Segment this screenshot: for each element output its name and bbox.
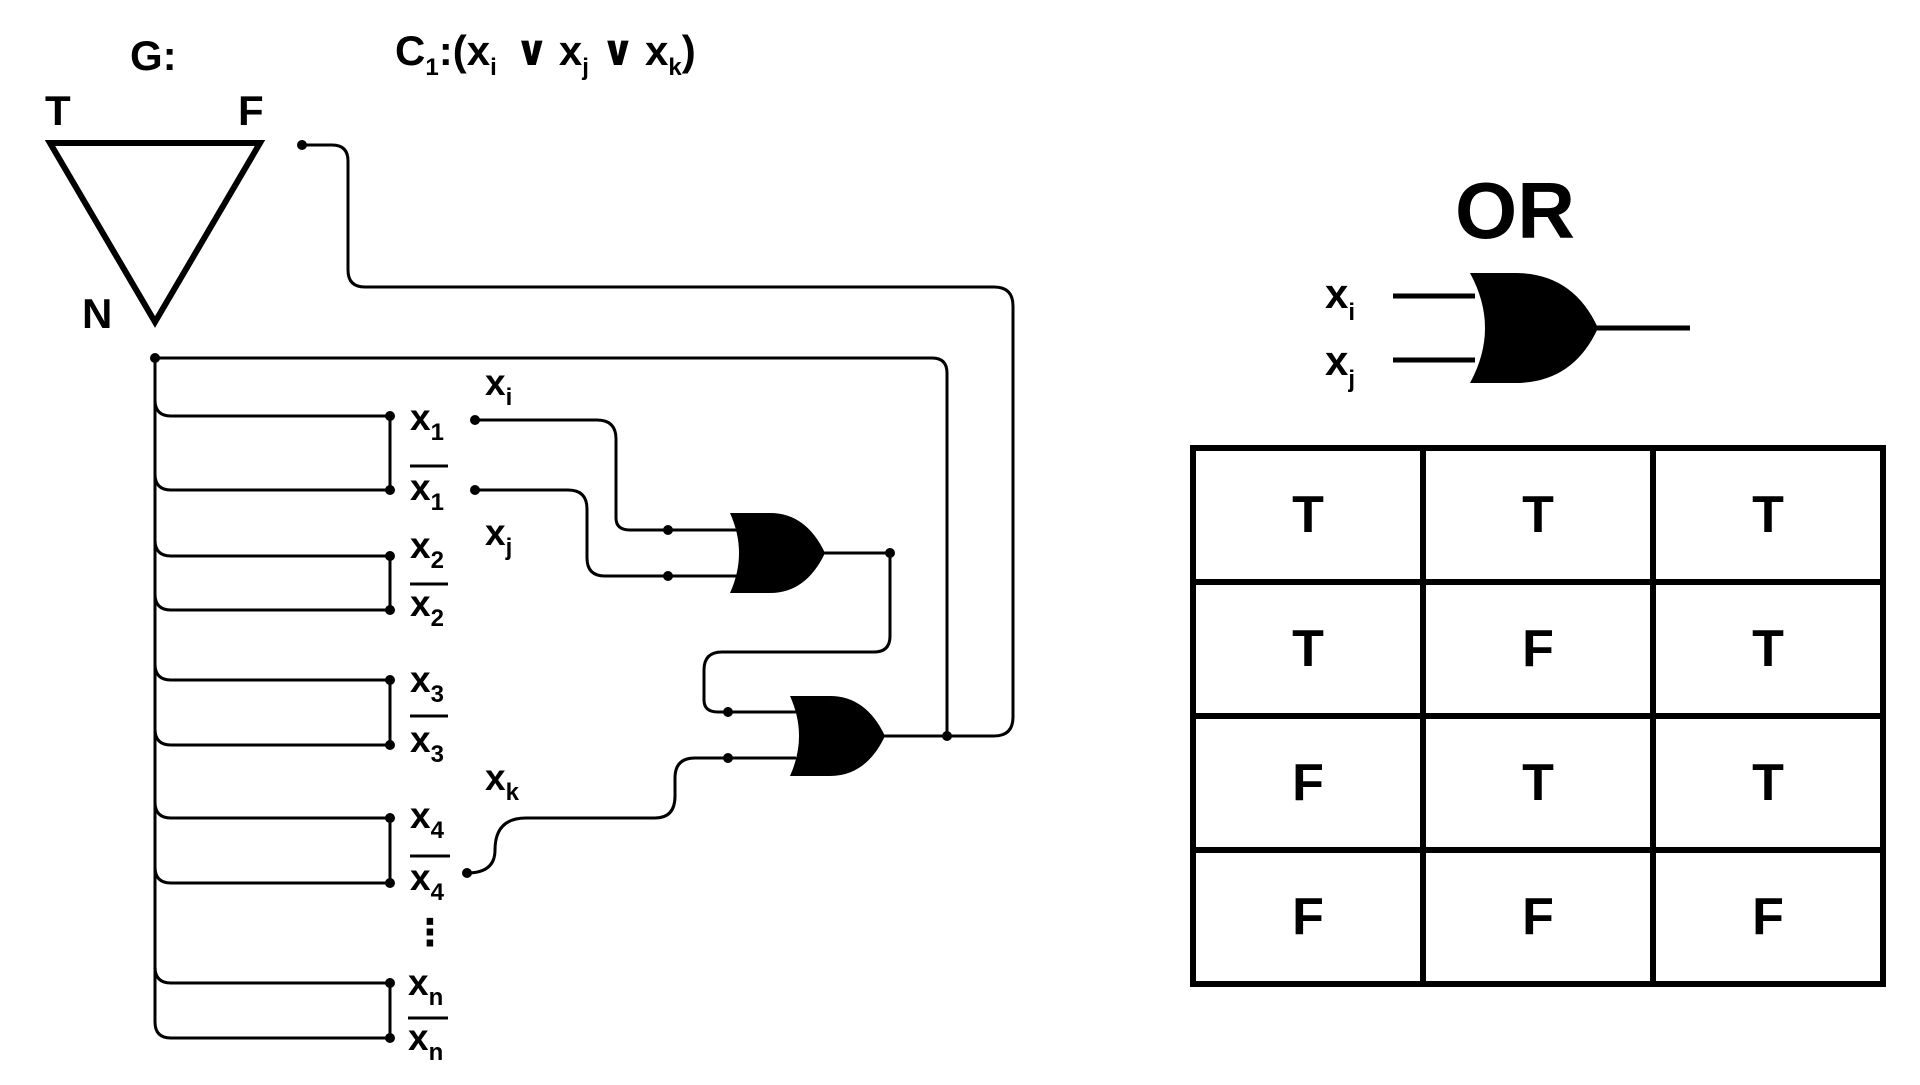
loop-x4: [153, 800, 392, 885]
or-legend-title: OR: [1455, 166, 1575, 255]
truth-table-cell: [1650, 445, 1886, 585]
wire-label-xj: xj: [485, 512, 512, 561]
loop-xn: [153, 965, 392, 1040]
vertex-label-n: N: [82, 290, 112, 337]
literal-not-x2: x2: [410, 583, 444, 632]
truth-table-value: T: [1292, 620, 1324, 678]
or-gate-1: [730, 513, 825, 593]
truth-table-cell: [1190, 579, 1426, 719]
vertex-label-f: F: [238, 87, 264, 134]
loop-x3: [153, 662, 392, 747]
gadget-triangle: [44, 140, 266, 328]
or-legend-input-b: xj: [1325, 337, 1355, 393]
truth-table-value: T: [1522, 486, 1554, 544]
truth-table-value: F: [1292, 888, 1324, 946]
truth-table-value: T: [1522, 754, 1554, 812]
truth-table-value: T: [1752, 754, 1784, 812]
literal-not-x1: x1: [410, 467, 444, 516]
or-legend-input-a: xi: [1325, 270, 1355, 326]
wire-label-xk: xk: [485, 757, 520, 806]
clause-formula: C1:(xi∨xj∨xk): [395, 27, 696, 81]
wire-f-to-output: [300, 143, 1015, 738]
wire-xi: [473, 418, 747, 532]
vertex-label-t: T: [45, 87, 71, 134]
literal-x3: x3: [410, 659, 444, 708]
or-gate-2: [790, 696, 885, 776]
wire-n-to-output: [153, 356, 949, 738]
truth-table-value: F: [1522, 620, 1554, 678]
literal-xn: xn: [408, 962, 443, 1011]
gadget-name: G:: [130, 32, 177, 79]
literal-labels: x1 x1 x2 x2 x3 x3 x4 x4 ⋮ xn xn: [408, 397, 450, 1066]
loop-x1: [153, 398, 392, 492]
truth-table-cell: [1420, 713, 1656, 853]
truth-table-value: T: [1752, 486, 1784, 544]
truth-table-cell: [1650, 579, 1886, 719]
literal-x2: x2: [410, 525, 444, 574]
ellipsis: ⋮: [412, 912, 449, 953]
truth-table-value: F: [1522, 888, 1554, 946]
or-legend-gate: [1470, 273, 1598, 383]
truth-table-cell: [1650, 847, 1886, 987]
literal-not-x3: x3: [410, 719, 444, 768]
wire-or1-to-or2: [702, 551, 892, 714]
truth-table-value: F: [1292, 754, 1324, 812]
loop-x2: [153, 538, 392, 612]
truth-table-value: T: [1752, 620, 1784, 678]
truth-table-value: F: [1752, 888, 1784, 946]
truth-table-value: T: [1292, 486, 1324, 544]
truth-table-cell: [1420, 847, 1656, 987]
wire-label-xi: xi: [485, 362, 512, 411]
wire-xj: [473, 488, 747, 578]
truth-table-cell: [1420, 579, 1656, 719]
literal-not-xn: xn: [408, 1017, 443, 1066]
literal-loops: [153, 398, 395, 1043]
junction-f: [297, 140, 307, 150]
wire-xk: [465, 756, 797, 875]
literal-not-x4: x4: [410, 857, 445, 906]
literal-x1: x1: [410, 397, 444, 446]
truth-table: T T T T F T F T T F F F: [1190, 445, 1886, 987]
truth-table-cell: [1190, 847, 1426, 987]
literal-x4: x4: [410, 795, 445, 844]
